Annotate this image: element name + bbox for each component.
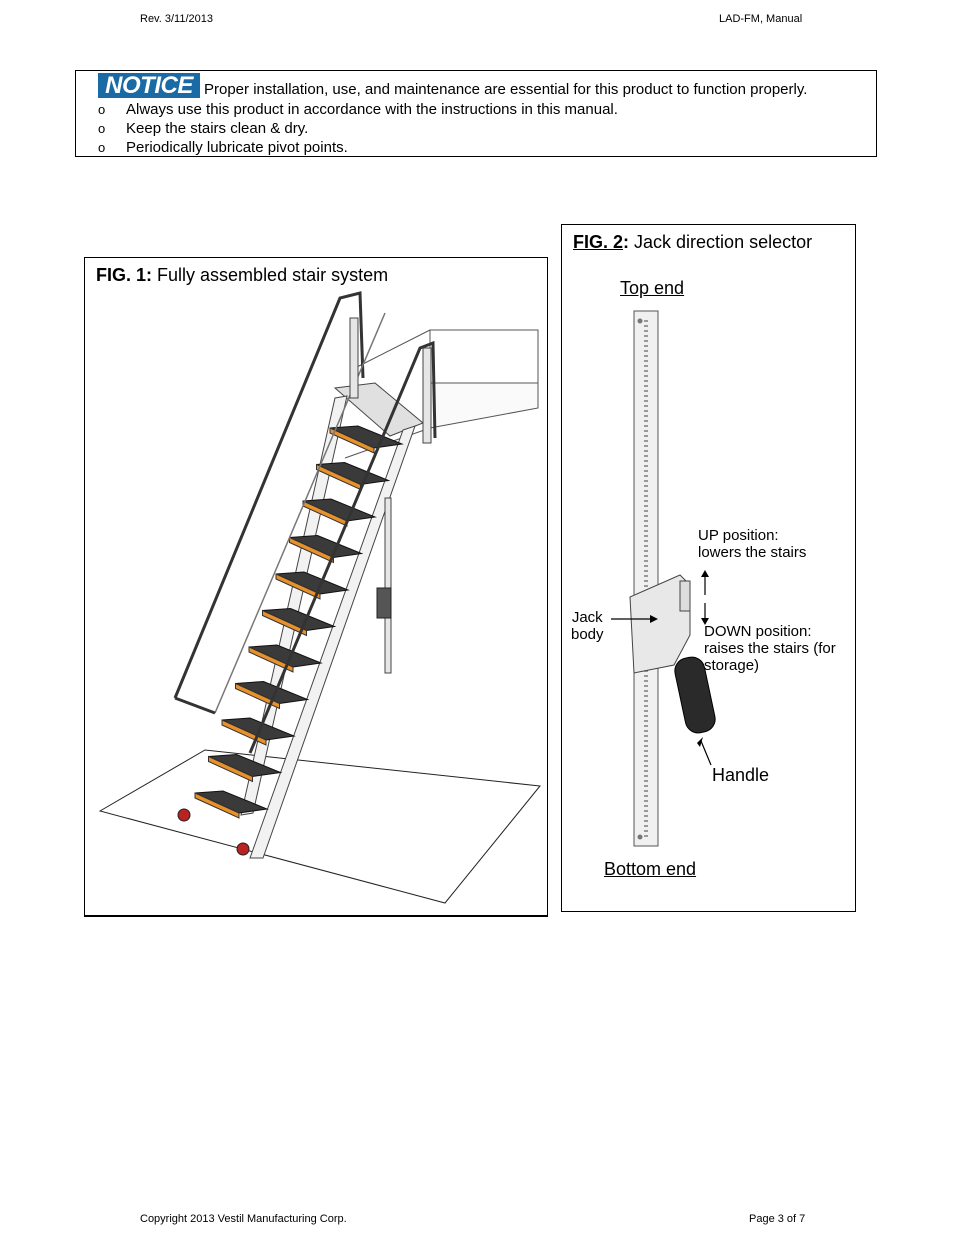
figure-2-jack-selector: FIG. 2: Jack direction selector Top end …	[561, 224, 856, 912]
notice-item: o Keep the stairs clean & dry.	[98, 120, 308, 137]
platform-deck	[429, 329, 539, 384]
notice-badge: NOTICE	[98, 73, 200, 98]
notice-item-text: Keep the stairs clean & dry.	[126, 120, 309, 137]
notice-box: NOTICE Proper installation, use, and mai…	[75, 70, 877, 157]
tread-nosing	[208, 755, 253, 783]
bullet-icon: o	[98, 121, 106, 136]
right-post	[422, 347, 432, 444]
handle-label: Handle	[712, 765, 770, 785]
floor-outline	[98, 749, 541, 904]
left-handrail	[173, 291, 365, 699]
page-number: Page 3 of 7	[749, 1213, 806, 1225]
bullet-icon: o	[98, 140, 106, 155]
stair-system-illustration	[98, 291, 541, 904]
jack-body	[629, 574, 691, 674]
revision-date: Rev. 3/11/2013	[140, 13, 213, 25]
tread-nosing	[289, 536, 334, 564]
handle-pointer	[700, 740, 712, 766]
notice-item: o Periodically lubricate pivot points.	[98, 139, 348, 156]
tread-nosing	[275, 573, 321, 600]
jack-handle	[376, 587, 392, 619]
notice-item: o Always use this product in accordance w…	[98, 101, 618, 118]
notice-item-text: Always use this product in accordance wi…	[126, 101, 618, 118]
right-wheel-icon	[236, 842, 250, 856]
figure-1-stair-system: FIG. 1: Fully assembled stair system	[84, 257, 548, 917]
tread-nosing	[262, 609, 307, 637]
tread-nosing	[248, 646, 294, 673]
tread-nosing	[235, 682, 280, 710]
figure-1-title: FIG. 1: Fully assembled stair system	[96, 265, 389, 285]
up-position-label: UP position:lowers the stairs	[698, 527, 807, 561]
right-stringer	[249, 425, 416, 859]
bottom-end-label: Bottom end	[604, 859, 697, 879]
bullet-icon: o	[98, 102, 106, 117]
notice-item-text: Periodically lubricate pivot points.	[126, 139, 348, 156]
platform-edge	[429, 382, 539, 429]
top-end-label: Top end	[620, 278, 685, 298]
document-name: LAD-FM, Manual	[719, 13, 803, 25]
right-handrail	[248, 340, 437, 754]
copyright: Copyright 2013 Vestil Manufacturing Corp…	[140, 1213, 347, 1225]
figure-2-title: FIG. 2: Jack direction selector	[573, 232, 813, 252]
tread-nosing	[329, 427, 375, 454]
notice-text: Proper installation, use, and maintenanc…	[204, 81, 808, 98]
jack-rod	[384, 497, 392, 674]
selector-lever	[679, 580, 691, 612]
left-post	[349, 317, 359, 399]
jack-illustration	[611, 310, 716, 847]
handle-grip	[674, 656, 716, 734]
left-wheel-icon	[177, 808, 191, 822]
tread-nosing	[194, 792, 240, 819]
stair-treads	[194, 425, 404, 819]
